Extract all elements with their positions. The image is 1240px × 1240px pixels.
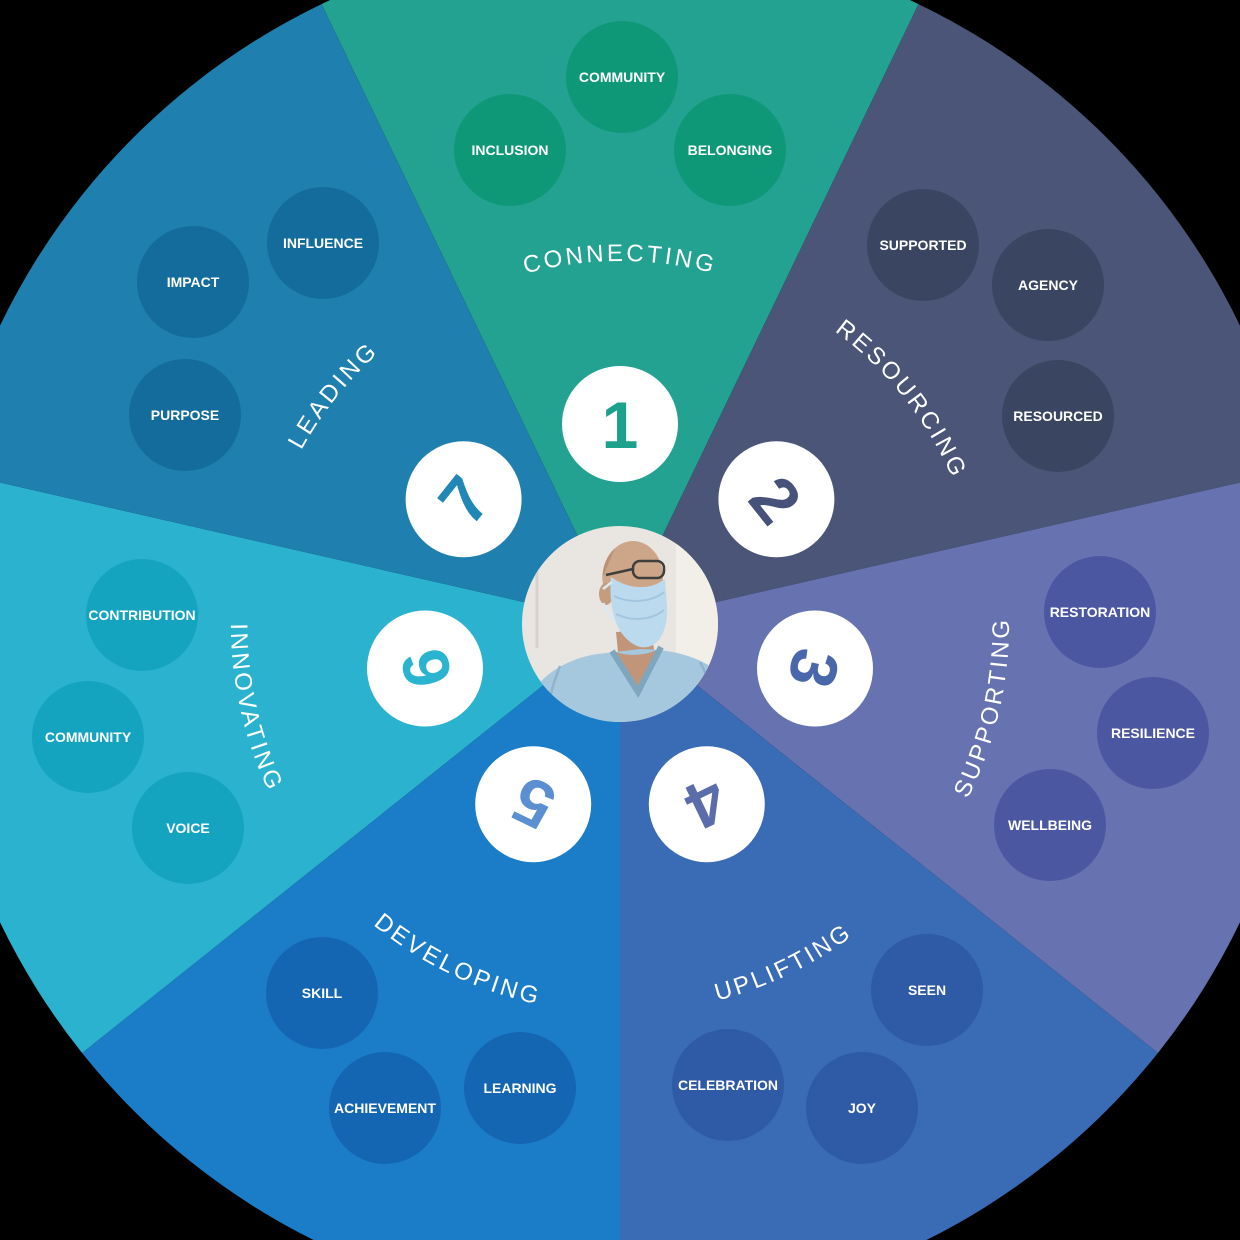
keyword-bubble: WELLBEING xyxy=(994,769,1106,881)
bubble-circle xyxy=(329,1052,441,1164)
bubble-circle xyxy=(871,934,983,1046)
bubble-circle xyxy=(1097,677,1209,789)
number-circle xyxy=(718,441,835,558)
bubble-circle xyxy=(867,189,979,301)
bubble-circle xyxy=(992,229,1104,341)
sector-number-badge: 2 xyxy=(718,441,835,558)
sector-number-badge: 5 xyxy=(475,746,592,863)
sector-number-badge: 6 xyxy=(367,610,483,727)
keyword-bubble: COMMUNITY xyxy=(32,681,144,793)
keyword-label: AGENCY xyxy=(1018,277,1079,293)
keyword-label: WELLBEING xyxy=(1008,817,1092,833)
face-mask xyxy=(610,577,668,648)
bubble-circle xyxy=(32,681,144,793)
keyword-bubble: SKILL xyxy=(266,937,378,1049)
keyword-bubble: AGENCY xyxy=(992,229,1104,341)
keyword-label: INFLUENCE xyxy=(283,235,363,251)
sector-uplifting: SEEN CELEBRATION JOY UPLIFTING 4 xyxy=(620,624,1158,1240)
bubble-circle xyxy=(132,772,244,884)
number-circle xyxy=(648,746,765,863)
keyword-label: SUPPORTED xyxy=(879,237,966,253)
keyword-bubble: IMPACT xyxy=(137,226,249,338)
keyword-bubble: PURPOSE xyxy=(129,359,241,471)
number-circle xyxy=(405,441,522,558)
keyword-label: ACHIEVEMENT xyxy=(334,1100,436,1116)
keyword-bubble: CELEBRATION xyxy=(672,1029,784,1141)
keyword-label: BELONGING xyxy=(688,142,773,158)
bubble-circle xyxy=(454,94,566,206)
sector-number: 1 xyxy=(602,388,639,462)
keyword-bubble: ACHIEVEMENT xyxy=(329,1052,441,1164)
keyword-label: CONTRIBUTION xyxy=(88,607,195,623)
keyword-bubble: LEARNING xyxy=(464,1032,576,1144)
number-circle xyxy=(475,746,592,863)
keyword-bubble: INCLUSION xyxy=(454,94,566,206)
glasses-arm xyxy=(605,567,634,577)
bubble-circle xyxy=(267,187,379,299)
bubble-circle xyxy=(566,21,678,133)
ear xyxy=(599,583,613,605)
glasses-lens xyxy=(631,559,666,580)
number-circle xyxy=(367,610,483,727)
sector-number-badge: 7 xyxy=(405,441,522,558)
bubble-circle xyxy=(137,226,249,338)
bubble-circle xyxy=(1044,556,1156,668)
keyword-bubble: BELONGING xyxy=(674,94,786,206)
sector-resourcing: SUPPORTED AGENCY RESOURCED RESOURCING 2 xyxy=(620,4,1240,624)
keyword-label: SEEN xyxy=(908,982,946,998)
sector-connecting: COMMUNITY INCLUSION BELONGING CONNECTING… xyxy=(321,0,919,624)
mask-fold xyxy=(615,609,665,620)
bubble-circle xyxy=(266,937,378,1049)
keyword-bubble: SUPPORTED xyxy=(867,189,979,301)
keyword-bubble: RESTORATION xyxy=(1044,556,1156,668)
keyword-bubble: COMMUNITY xyxy=(566,21,678,133)
keyword-bubble: INFLUENCE xyxy=(267,187,379,299)
sector-number-badge: 3 xyxy=(757,610,873,727)
keyword-bubble: JOY xyxy=(806,1052,918,1164)
keyword-label: VOICE xyxy=(166,820,210,836)
bubble-circle xyxy=(994,769,1106,881)
keyword-label: PURPOSE xyxy=(151,407,219,423)
vneck-skin xyxy=(614,648,660,688)
glasses xyxy=(605,559,666,580)
mask-strap xyxy=(602,581,613,590)
keyword-label: LEARNING xyxy=(483,1080,556,1096)
keyword-label: RESILIENCE xyxy=(1111,725,1195,741)
sector-developing: SKILL ACHIEVEMENT LEARNING DEVELOPING 5 xyxy=(82,624,620,1240)
keyword-label: IMPACT xyxy=(167,274,220,290)
bubble-circle xyxy=(464,1032,576,1144)
bubble-circle xyxy=(86,559,198,671)
number-circle xyxy=(562,366,678,482)
sector-leading: INFLUENCE IMPACT PURPOSE LEADING 7 xyxy=(0,4,620,624)
keyword-label: INCLUSION xyxy=(472,142,549,158)
keyword-label: COMMUNITY xyxy=(579,69,666,85)
keyword-bubble: RESOURCED xyxy=(1002,360,1114,472)
head-shadow xyxy=(602,548,617,608)
mask-strap xyxy=(601,602,616,623)
bubble-circle xyxy=(129,359,241,471)
sector-supporting: RESTORATION RESILIENCE WELLBEING SUPPORT… xyxy=(620,482,1240,1053)
bubble-circle xyxy=(672,1029,784,1141)
bubble-circle xyxy=(806,1052,918,1164)
bubble-circle xyxy=(1002,360,1114,472)
mask-fold xyxy=(613,591,665,602)
bubble-circle xyxy=(674,94,786,206)
sector-innovating: CONTRIBUTION COMMUNITY VOICE INNOVATING … xyxy=(0,482,620,1053)
keyword-label: RESTORATION xyxy=(1050,604,1151,620)
keyword-label: SKILL xyxy=(302,985,343,1001)
keyword-label: CELEBRATION xyxy=(678,1077,778,1093)
keyword-bubble: RESILIENCE xyxy=(1097,677,1209,789)
keyword-bubble: VOICE xyxy=(132,772,244,884)
keyword-bubble: CONTRIBUTION xyxy=(86,559,198,671)
keyword-bubble: SEEN xyxy=(871,934,983,1046)
keyword-label: JOY xyxy=(848,1100,877,1116)
vneck-trim xyxy=(609,645,664,699)
sector-number-badge: 1 xyxy=(562,366,678,482)
keyword-label: RESOURCED xyxy=(1013,408,1102,424)
sector-number-badge: 4 xyxy=(648,746,765,863)
number-circle xyxy=(757,610,873,727)
keyword-label: COMMUNITY xyxy=(45,729,132,745)
